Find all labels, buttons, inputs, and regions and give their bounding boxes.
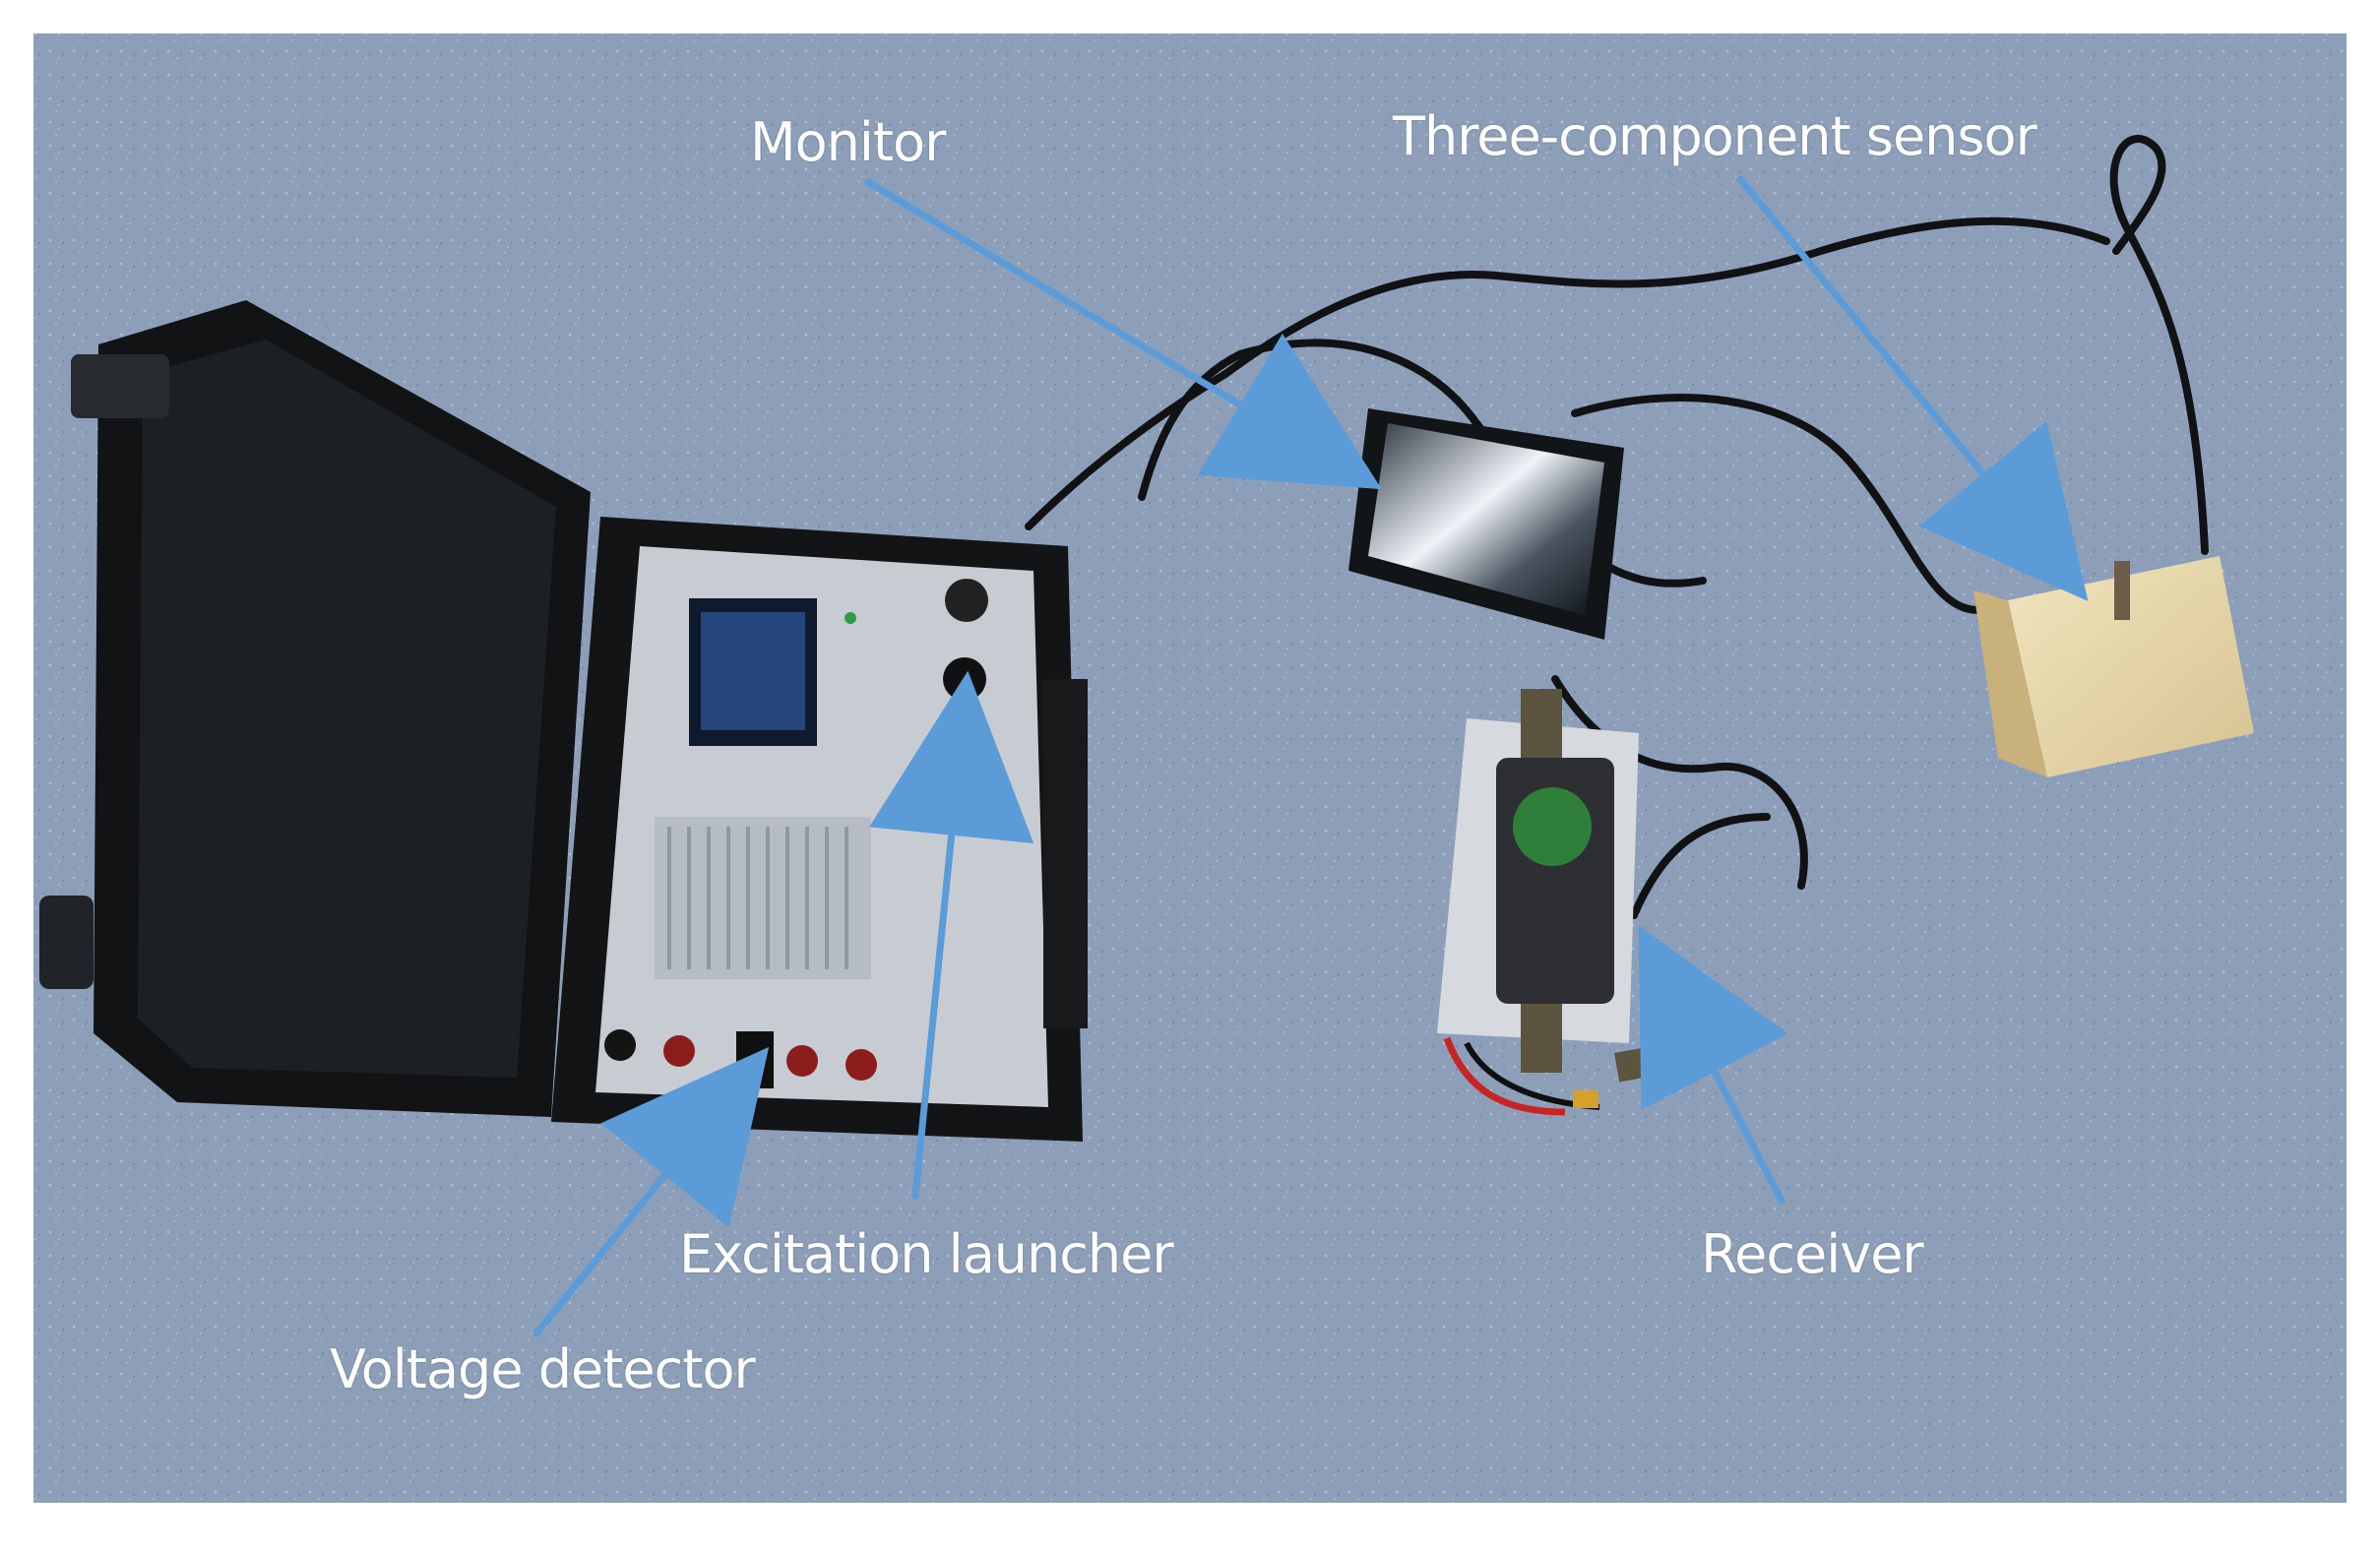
excitation-arrow	[869, 670, 1034, 1200]
case-lid	[39, 300, 591, 1117]
label-voltage-detector: Voltage detector	[330, 1338, 756, 1400]
monitor-device	[1348, 408, 1624, 640]
sensor-arrow	[1736, 175, 2089, 601]
receiver-arrow	[1638, 925, 1788, 1205]
label-receiver: Receiver	[1701, 1223, 1924, 1285]
case-base	[551, 517, 1088, 1142]
monitor-arrow	[864, 178, 1382, 490]
annotation-arrows	[532, 175, 2089, 1337]
label-excitation-launcher: Excitation launcher	[679, 1223, 1174, 1285]
voltage-arrow	[532, 1046, 770, 1337]
label-monitor: Monitor	[750, 111, 946, 173]
label-three-component-sensor: Three-component sensor	[1393, 105, 2037, 167]
sensor-block	[1973, 556, 2254, 777]
